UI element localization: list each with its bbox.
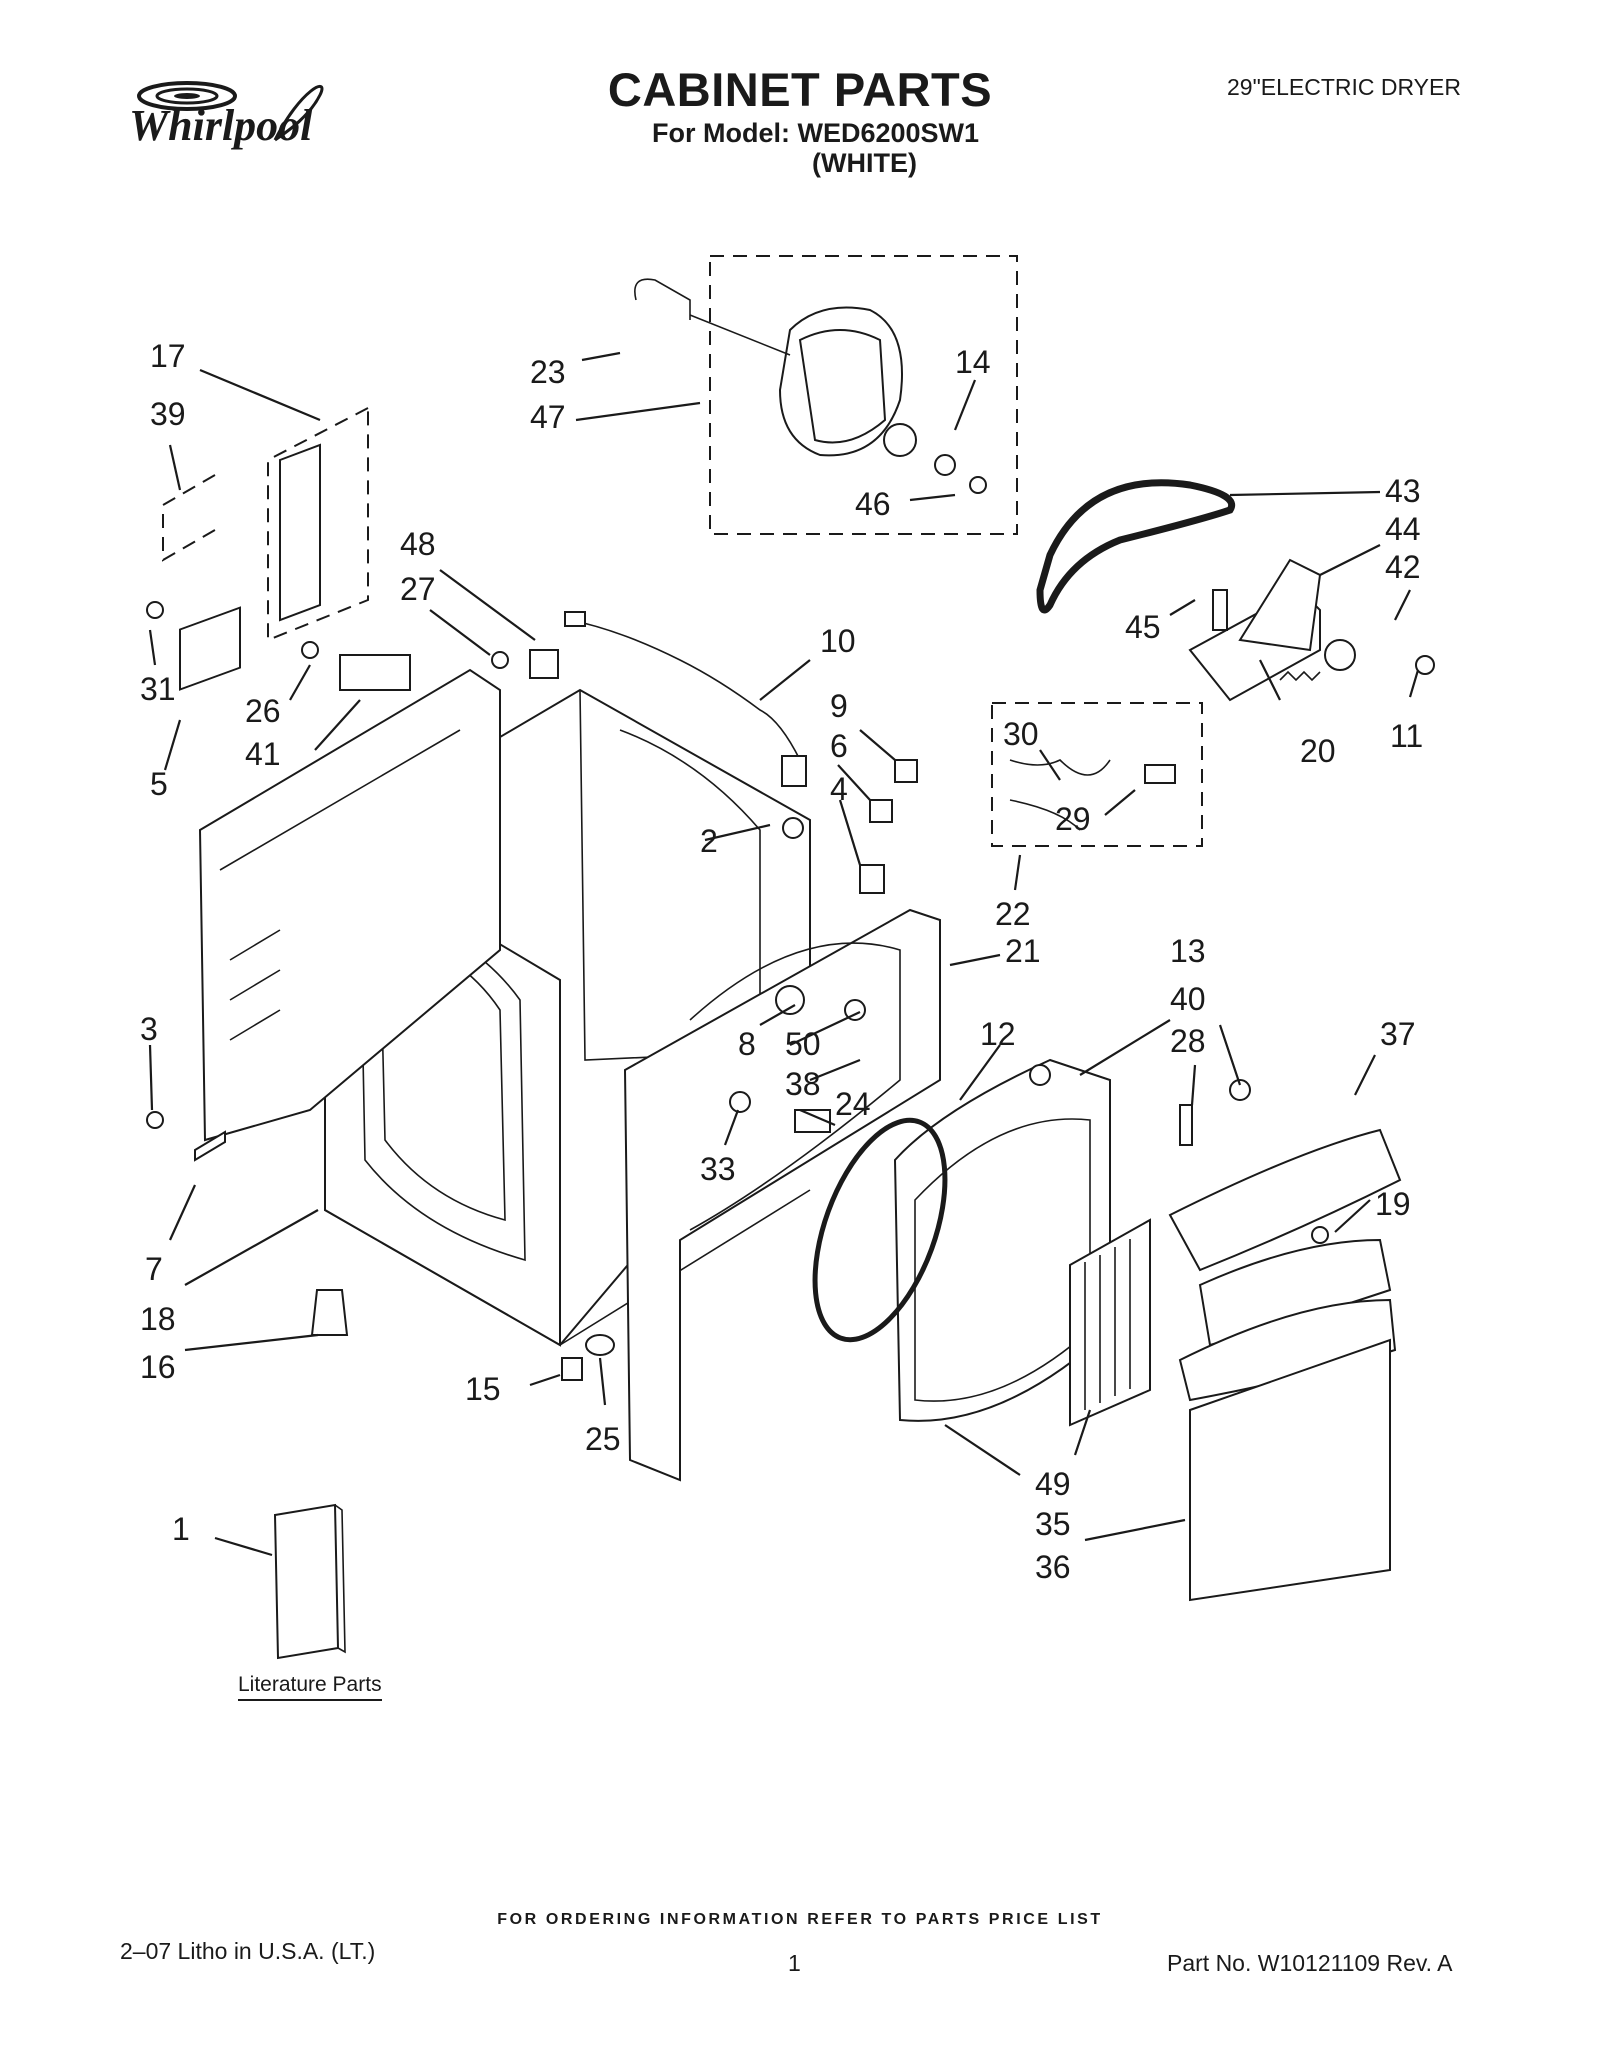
rear-panel — [198, 668, 501, 1142]
clip-group-box — [162, 474, 216, 562]
callout-40: 40 — [1170, 981, 1206, 1017]
callout-38: 38 — [785, 1066, 821, 1102]
callout-12: 12 — [980, 1016, 1016, 1052]
callout-5: 5 — [150, 766, 168, 802]
drive-motor — [634, 278, 987, 494]
callout-7: 7 — [145, 1251, 163, 1287]
callout-47: 47 — [530, 399, 566, 435]
callout-45: 45 — [1125, 609, 1161, 645]
callout-41: 41 — [245, 736, 281, 772]
callout-20: 20 — [1300, 733, 1336, 769]
litho-info: 2–07 Litho in U.S.A. (LT.) — [120, 1938, 376, 1964]
callout-31: 31 — [140, 671, 176, 707]
callout-16: 16 — [140, 1349, 176, 1385]
callout-13: 13 — [1170, 933, 1206, 969]
idler-assembly — [1188, 558, 1435, 702]
callout-6: 6 — [830, 728, 848, 764]
model-number: For Model: WED6200SW1 — [652, 118, 980, 148]
callout-48: 48 — [400, 526, 436, 562]
callout-33: 33 — [700, 1151, 736, 1187]
callout-14: 14 — [955, 344, 991, 380]
callout-19: 19 — [1375, 1186, 1411, 1222]
model-color: (WHITE) — [812, 148, 917, 178]
callout-49: 49 — [1035, 1466, 1071, 1502]
drive-belt — [1036, 479, 1236, 614]
callout-8: 8 — [738, 1026, 756, 1062]
whirlpool-logo: Whirlpool — [129, 81, 324, 150]
lint-filter — [1069, 1218, 1151, 1427]
callout-46: 46 — [855, 486, 891, 522]
callout-23: 23 — [530, 354, 566, 390]
part-number: Part No. W10121109 Rev. A — [1167, 1950, 1453, 1976]
callout-numbers: 17 39 23 47 14 46 43 44 42 45 48 27 10 3… — [140, 338, 1423, 1585]
leader-lines — [148, 351, 1420, 1557]
callout-29: 29 — [1055, 801, 1091, 837]
motor-group-box — [709, 255, 1018, 535]
callout-39: 39 — [150, 396, 186, 432]
callout-35: 35 — [1035, 1506, 1071, 1542]
callout-2: 2 — [700, 823, 718, 859]
callout-24: 24 — [835, 1086, 871, 1122]
callout-28: 28 — [1170, 1023, 1206, 1059]
front-panel — [623, 908, 941, 1482]
callout-3: 3 — [140, 1011, 158, 1047]
callout-44: 44 — [1385, 511, 1421, 547]
svg-text:Whirlpool: Whirlpool — [129, 101, 313, 150]
callout-50: 50 — [785, 1026, 821, 1062]
page-number: 1 — [788, 1950, 801, 1976]
callout-4: 4 — [830, 771, 848, 807]
callout-22: 22 — [995, 896, 1031, 932]
callout-11: 11 — [1390, 718, 1423, 754]
literature-booklet — [273, 1503, 340, 1660]
callout-15: 15 — [465, 1371, 501, 1407]
callout-26: 26 — [245, 693, 281, 729]
ordering-note: FOR ORDERING INFORMATION REFER TO PARTS … — [497, 1911, 1103, 1928]
console-and-top — [1168, 1128, 1402, 1602]
callout-37: 37 — [1380, 1016, 1416, 1052]
callout-43: 43 — [1385, 473, 1421, 509]
callout-9: 9 — [830, 688, 848, 724]
callout-42: 42 — [1385, 549, 1421, 585]
callout-30: 30 — [1003, 716, 1039, 752]
product-type: 29"ELECTRIC DRYER — [1227, 74, 1461, 100]
hardware-parts — [146, 443, 1329, 1381]
callout-1: 1 — [172, 1511, 190, 1547]
callout-10: 10 — [820, 623, 856, 659]
callout-21: 21 — [1005, 933, 1041, 969]
terminal-group-box — [267, 406, 369, 642]
callout-17: 17 — [150, 338, 186, 374]
callout-25: 25 — [585, 1421, 621, 1457]
callout-18: 18 — [140, 1301, 176, 1337]
callout-27: 27 — [400, 571, 436, 607]
literature-parts-label: Literature Parts — [238, 1673, 382, 1701]
callout-36: 36 — [1035, 1549, 1071, 1585]
wiring-group-box — [991, 702, 1203, 847]
page-title: CABINET PARTS — [607, 63, 993, 116]
